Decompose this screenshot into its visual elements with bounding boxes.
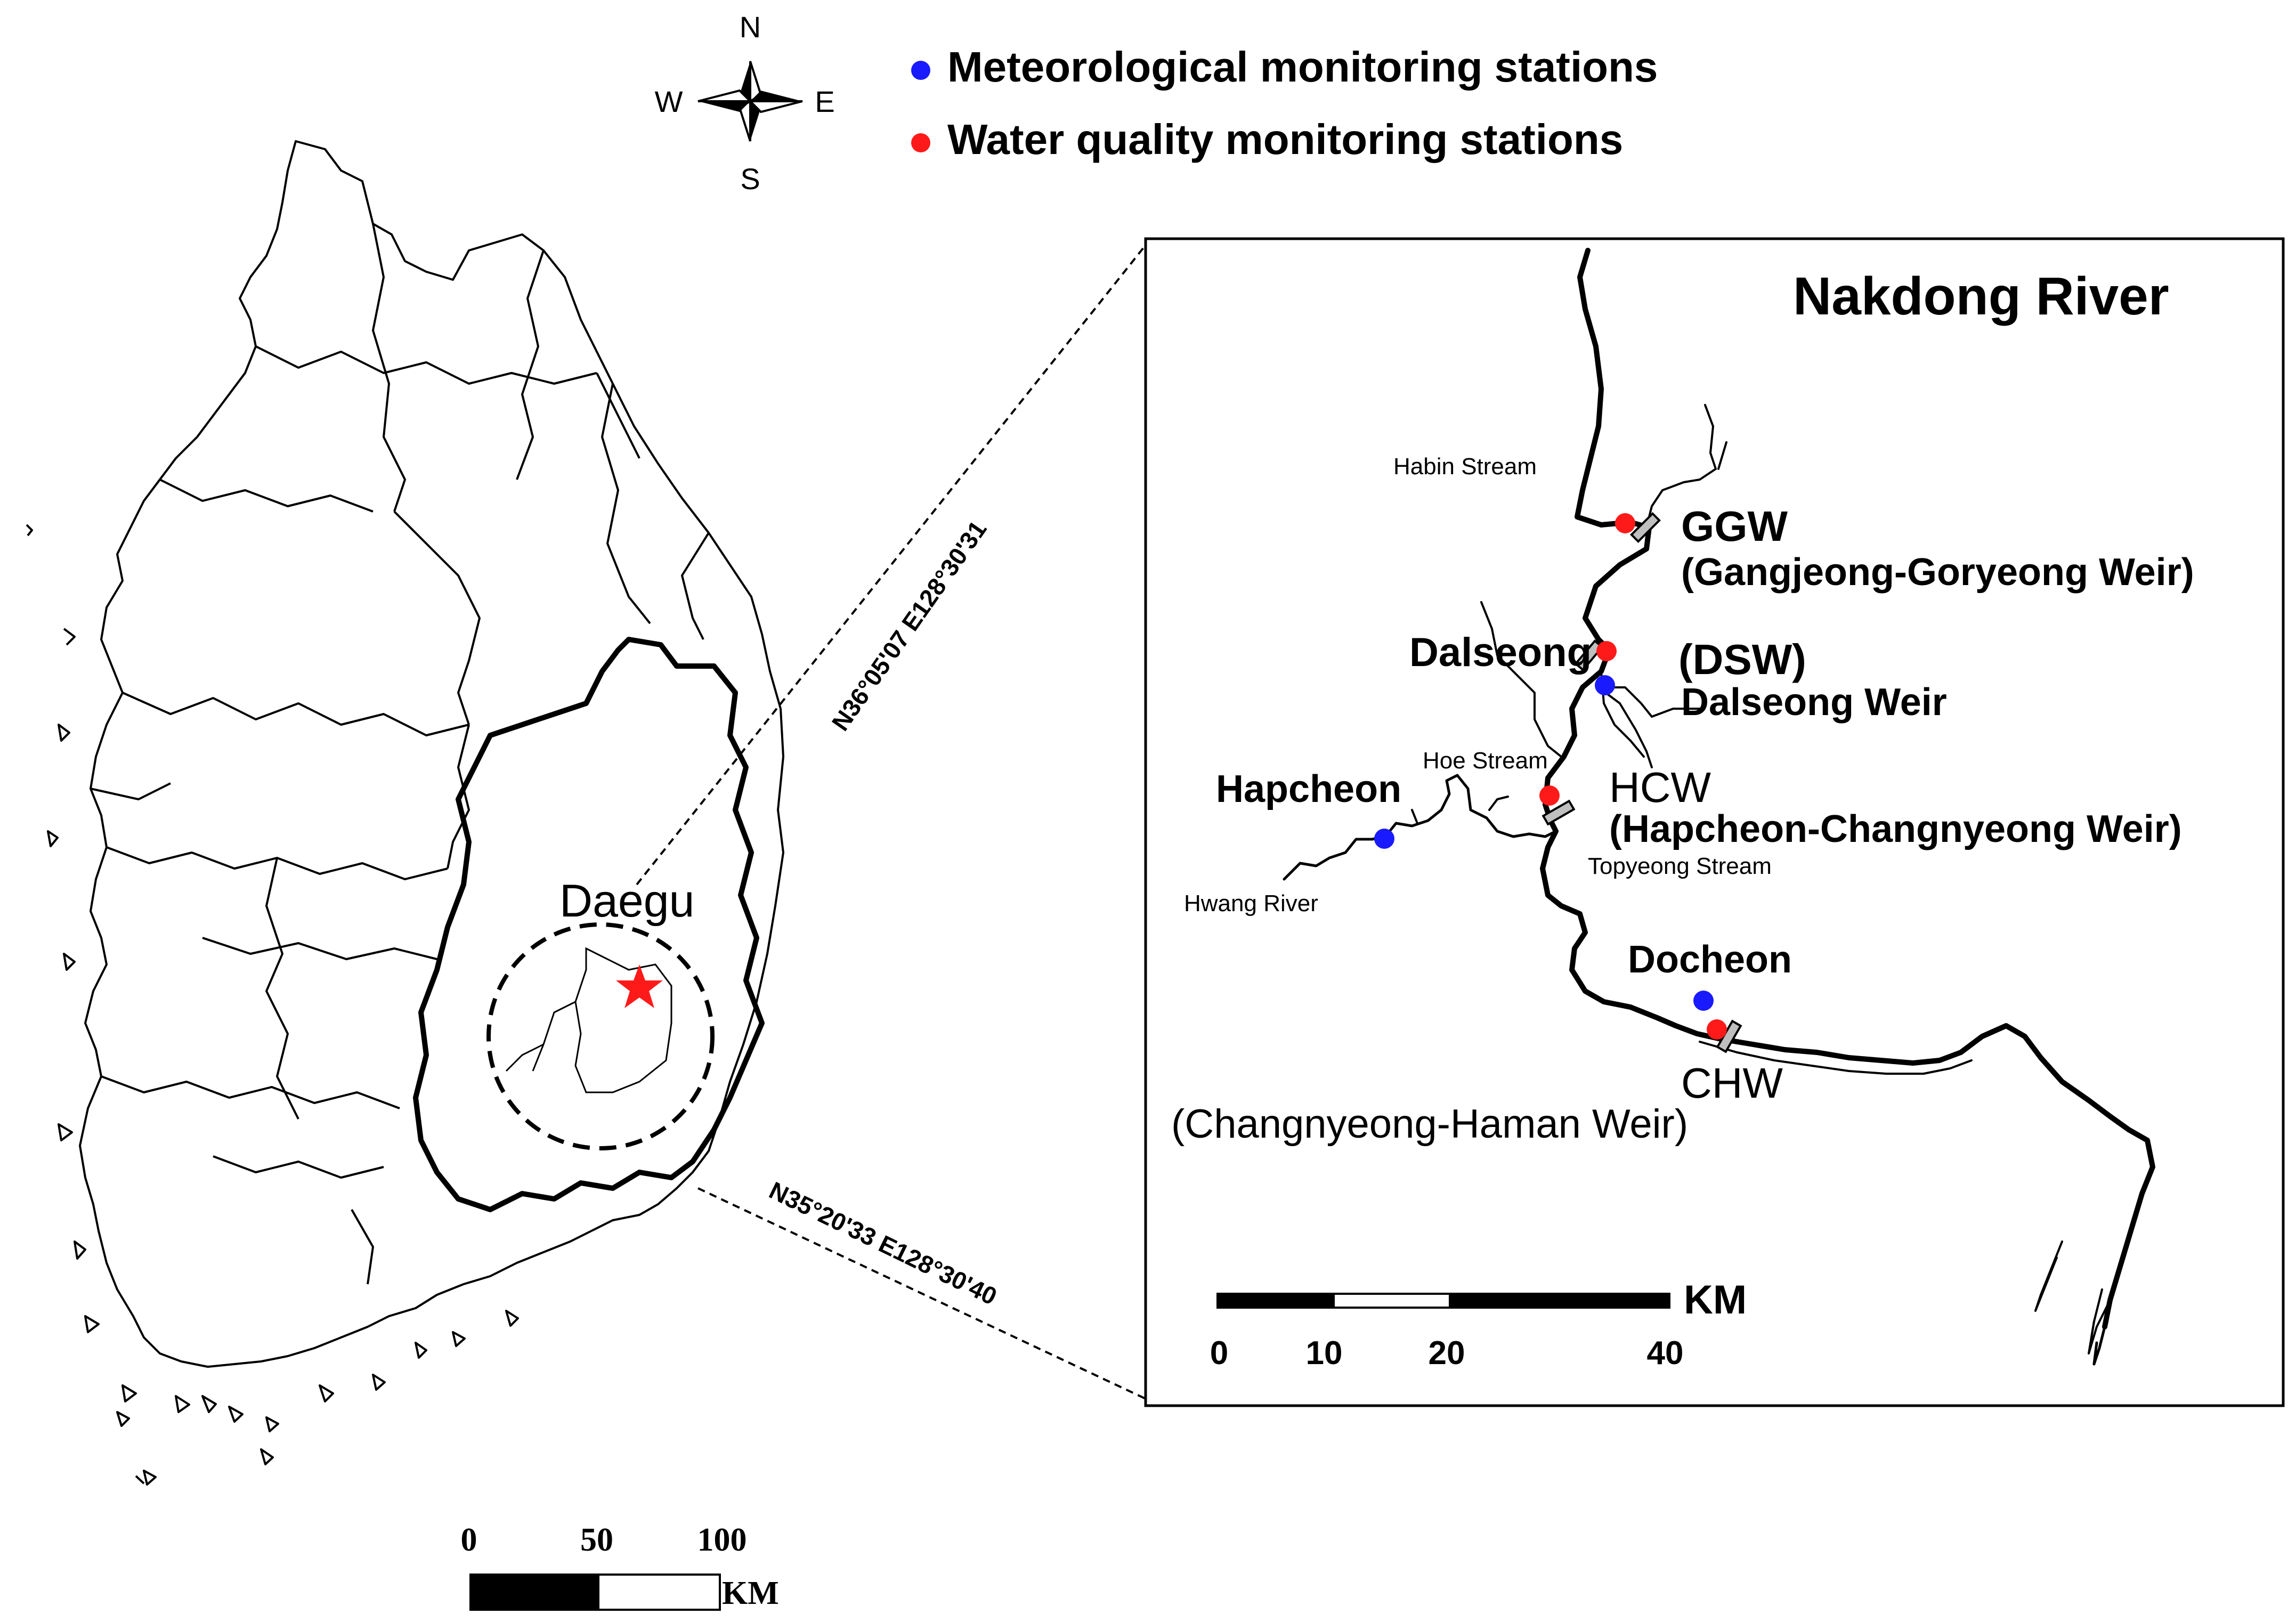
compass-east-label: E: [815, 85, 834, 118]
hcw-name-label: (Hapcheon-Changnyeong Weir): [1609, 808, 2182, 850]
coordinate-label-upper: N36°05'07 E128°30'31: [826, 516, 992, 736]
inset-scale-tick-0: 0: [1210, 1335, 1228, 1372]
topyeong-stream-label: Topyeong Stream: [1588, 853, 1772, 879]
water-quality-station-ggw: [1615, 513, 1635, 533]
hwang-river-label: Hwang River: [1184, 890, 1318, 917]
water-quality-station-dsw: [1596, 641, 1617, 661]
weir-icon-hcw: [1542, 799, 1576, 826]
overview-scale-tick-50: 50: [580, 1522, 613, 1558]
dalseong-label: Dalseong: [1409, 630, 1592, 675]
hoe-stream-label: Hoe Stream: [1423, 748, 1548, 774]
monitoring-stations: [1374, 513, 1727, 1040]
habin-stream-label: Habin Stream: [1393, 453, 1537, 480]
water-quality-station-hcw: [1539, 785, 1560, 806]
inset-scale-unit: KM: [1684, 1277, 1747, 1323]
legend-label-meteorological: Meteorological monitoring stations: [947, 43, 1658, 91]
inset-scale-tick-20: 20: [1429, 1335, 1465, 1372]
hcw-code-label: HCW: [1609, 764, 1711, 811]
inset-scalebar: KM 0 10 20 40: [1210, 1277, 1747, 1372]
south-korea-outline: [26, 140, 784, 1486]
inset-title: Nakdong River: [1793, 266, 2169, 326]
legend-marker-meteorological: [911, 61, 930, 80]
meteorological-station-hapcheon: [1374, 829, 1394, 849]
legend: Meteorological monitoring stations Water…: [911, 43, 1658, 163]
dsw-code-label: (DSW): [1678, 636, 1806, 683]
inset-scale-tick-10: 10: [1306, 1335, 1343, 1372]
daegu-star-icon: [616, 964, 663, 1008]
compass-rose: N S W E: [655, 10, 835, 196]
inset-labels: Nakdong River Habin Stream Hoe Stream To…: [1171, 266, 2194, 1147]
overview-scale-unit: KM: [722, 1575, 779, 1611]
water-quality-station-chw: [1707, 1019, 1727, 1040]
daegu-dashed-circle: [486, 922, 715, 1150]
overview-scalebar: 0 50 100 KM: [461, 1522, 779, 1611]
legend-label-water-quality: Water quality monitoring stations: [947, 116, 1623, 163]
daegu-area: Daegu: [486, 875, 715, 1150]
overview-scale-tick-100: 100: [697, 1522, 747, 1558]
ggw-code-label: GGW: [1681, 502, 1788, 550]
compass-north-label: N: [740, 10, 761, 44]
chw-name-label: (Changnyeong-Haman Weir): [1171, 1101, 1688, 1147]
chw-code-label: CHW: [1681, 1059, 1783, 1107]
inset-frame: [1144, 237, 2285, 1407]
ggw-name-label: (Gangjeong-Goryeong Weir): [1681, 551, 2194, 594]
inset-scale-tick-40: 40: [1647, 1335, 1684, 1372]
gyeongsang-region-outline: [413, 637, 765, 1212]
dsw-name-label: Dalseong Weir: [1681, 681, 1947, 724]
hapcheon-label: Hapcheon: [1216, 768, 1401, 810]
meteorological-station-dalseong: [1595, 675, 1615, 695]
docheon-label: Docheon: [1628, 938, 1792, 981]
weir-icon-ggw: [1630, 512, 1661, 543]
weir-icon-dsw: [1574, 639, 1604, 672]
coordinate-label-lower: N35°20'33 E128°30'40: [765, 1176, 1001, 1310]
overview-scale-tick-0: 0: [461, 1522, 477, 1558]
meteorological-station-docheon: [1693, 991, 1714, 1011]
compass-west-label: W: [655, 85, 683, 118]
zoom-connector-lines: [636, 244, 1147, 1400]
legend-marker-water-quality: [911, 133, 930, 152]
compass-south-label: S: [740, 162, 760, 196]
daegu-label: Daegu: [559, 875, 694, 927]
